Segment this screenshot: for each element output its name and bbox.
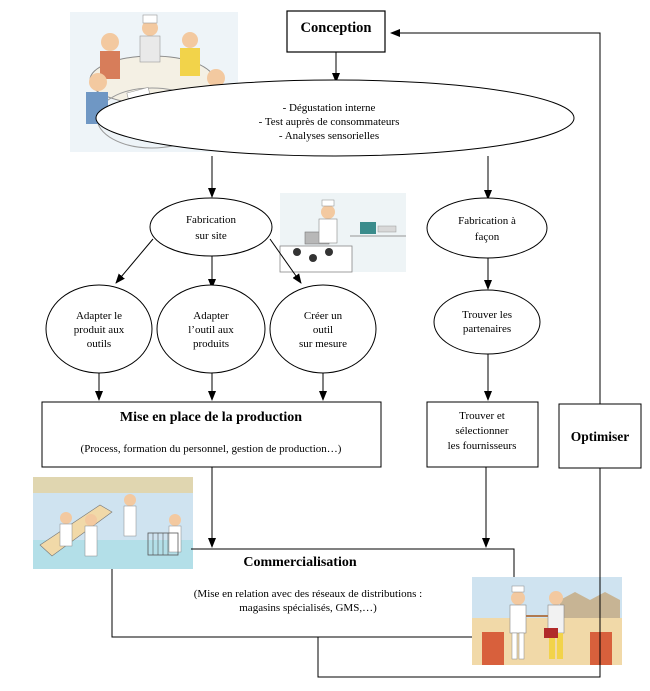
fabrication-facon-ellipse: Fabrication à façon <box>426 197 548 259</box>
trouver-partenaires-line-1: Trouver les <box>462 309 512 321</box>
trouver-fournisseurs-line-2: sélectionner <box>455 425 508 437</box>
commercialisation-line-1: (Mise en relation avec des réseaux de di… <box>194 588 423 600</box>
arrow-site-to-creer-outil <box>269 238 302 284</box>
adapter-outil-line-2: l’outil aux <box>188 324 234 336</box>
arrow-site-to-adapter-produit <box>115 238 154 284</box>
commercialisation-line-2: magasins spécialisés, GMS,…) <box>239 602 377 614</box>
adapter-outil-line-3: produits <box>193 338 229 350</box>
mise-en-place-box: Mise en place de la production (Process,… <box>41 401 382 468</box>
commercialisation-title: Commercialisation <box>243 555 356 570</box>
fabrication-facon-line-1: Fabrication à <box>458 215 516 227</box>
optimiser-box: Optimiser <box>558 403 642 469</box>
conception-box: Conception <box>286 10 386 53</box>
conception-label: Conception <box>301 20 372 36</box>
trouver-fournisseurs-box: Trouver et sélectionner les fournisseurs <box>426 401 539 468</box>
adapter-produit-ellipse: Adapter le produit aux outils <box>45 284 153 374</box>
adapter-produit-line-2: produit aux <box>74 324 125 336</box>
fabrication-facon-line-2: façon <box>475 231 500 243</box>
adapter-outil-line-1: Adapter <box>193 310 229 322</box>
trouver-fournisseurs-line-1: Trouver et <box>459 410 505 422</box>
fabrication-site-ellipse: Fabrication sur site <box>149 197 273 257</box>
arrow-optimiser-to-conception <box>390 29 601 404</box>
creer-outil-line-1: Créer un <box>304 310 343 322</box>
fabrication-site-line-1: Fabrication <box>186 214 237 226</box>
kitchen-illustration <box>279 193 406 273</box>
testing-line-1: - Dégustation interne <box>283 102 376 114</box>
testing-line-3: - Analyses sensorielles <box>279 130 379 142</box>
creer-outil-ellipse: Créer un outil sur mesure <box>269 284 377 374</box>
adapter-outil-ellipse: Adapter l’outil aux produits <box>156 284 266 374</box>
fabrication-site-line-2: sur site <box>195 230 227 242</box>
optimiser-label: Optimiser <box>571 429 630 444</box>
trouver-partenaires-ellipse: Trouver les partenaires <box>433 289 541 355</box>
connectors <box>95 29 601 678</box>
testing-line-2: - Test auprès de consommateurs <box>259 116 400 128</box>
mise-en-place-title: Mise en place de la production <box>120 410 302 425</box>
creer-outil-line-3: sur mesure <box>299 338 347 350</box>
adapter-produit-line-1: Adapter le <box>76 310 122 322</box>
creer-outil-line-2: outil <box>313 324 333 336</box>
mise-en-place-subtitle: (Process, formation du personnel, gestio… <box>81 443 342 455</box>
commercialisation-box: Commercialisation (Mise en relation avec… <box>111 548 515 638</box>
feedback-loop-line <box>317 468 601 678</box>
trouver-fournisseurs-line-3: les fournisseurs <box>448 440 517 452</box>
handshake-illustration <box>472 577 622 665</box>
testing-ellipse: - Dégustation interne - Test auprès de c… <box>95 79 575 157</box>
trouver-partenaires-line-2: partenaires <box>463 323 511 335</box>
adapter-produit-line-3: outils <box>87 338 111 350</box>
factory-illustration <box>33 477 193 569</box>
